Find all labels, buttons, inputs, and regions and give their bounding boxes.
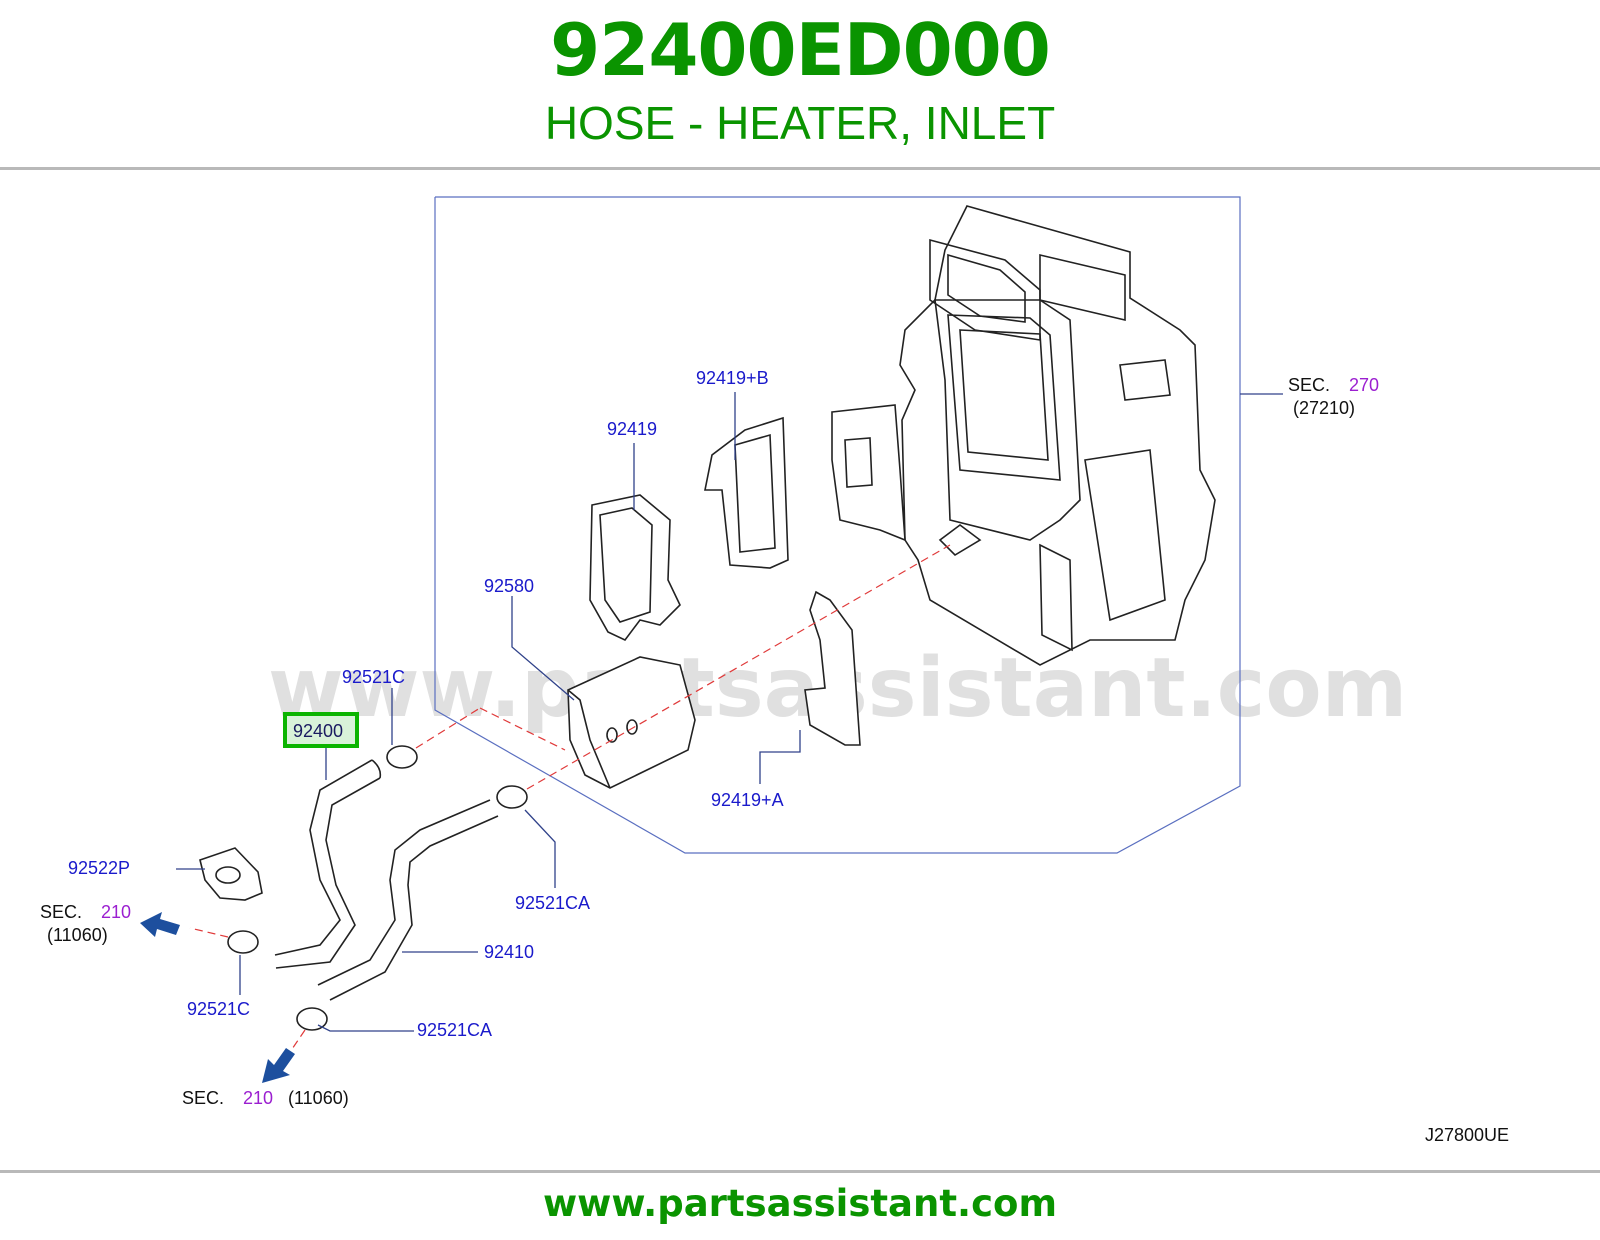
part-92419-a-drawing bbox=[804, 590, 861, 746]
sec-label-top-right: SEC. bbox=[1288, 375, 1330, 395]
part-number-title: 92400ED000 bbox=[550, 8, 1051, 92]
part-92522p-drawing bbox=[199, 847, 263, 901]
hose-92400-drawing bbox=[274, 759, 382, 969]
leader-lines bbox=[176, 392, 1283, 1032]
part-label-92522p[interactable]: 92522P bbox=[68, 858, 130, 878]
header-divider bbox=[0, 167, 1600, 170]
part-92419-b-drawing bbox=[704, 416, 789, 569]
flow-arrows bbox=[140, 912, 295, 1083]
sec-number-270[interactable]: 270 bbox=[1349, 375, 1379, 395]
down-arrow-icon bbox=[262, 1048, 295, 1083]
part-label-92580[interactable]: 92580 bbox=[484, 576, 534, 596]
sec-code-11060-bottom: (11060) bbox=[288, 1088, 349, 1108]
sec-label-bottom: SEC. bbox=[182, 1088, 224, 1108]
left-arrow-icon bbox=[140, 912, 180, 937]
part-label-92419-b[interactable]: 92419+B bbox=[696, 368, 769, 388]
part-name-subtitle: HOSE - HEATER, INLET bbox=[544, 97, 1056, 149]
highlight-box-92400 bbox=[283, 712, 359, 748]
part-92419-drawing bbox=[589, 494, 681, 642]
part-label-92521ca-mid[interactable]: 92521CA bbox=[515, 893, 590, 913]
part-label-92419-a[interactable]: 92419+A bbox=[711, 790, 784, 810]
sec-label-left: SEC. bbox=[40, 902, 82, 922]
footer-url[interactable]: www.partsassistant.com bbox=[542, 1182, 1057, 1225]
footer-divider bbox=[0, 1170, 1600, 1173]
assembly-outline bbox=[434, 196, 1241, 854]
sec-code-11060-left: (11060) bbox=[47, 925, 108, 945]
diagram-id: J27800UE bbox=[1425, 1125, 1509, 1145]
heater-unit-drawing bbox=[831, 205, 1216, 666]
part-label-92521c-bot[interactable]: 92521C bbox=[187, 999, 250, 1019]
part-92580-drawing bbox=[567, 656, 696, 789]
hose-92410-drawing bbox=[317, 799, 499, 1001]
connection-lines bbox=[189, 544, 951, 1053]
clamp-drawings bbox=[227, 745, 528, 1031]
part-label-92400[interactable]: 92400 bbox=[293, 721, 343, 741]
part-label-92521c-top[interactable]: 92521C bbox=[342, 667, 405, 687]
part-label-92419[interactable]: 92419 bbox=[607, 419, 657, 439]
sec-number-210-bottom[interactable]: 210 bbox=[243, 1088, 273, 1108]
part-label-92410[interactable]: 92410 bbox=[484, 942, 534, 962]
sec-number-210-left[interactable]: 210 bbox=[101, 902, 131, 922]
part-label-92521ca-bot[interactable]: 92521CA bbox=[417, 1020, 492, 1040]
sec-code-27210: (27210) bbox=[1293, 398, 1355, 418]
